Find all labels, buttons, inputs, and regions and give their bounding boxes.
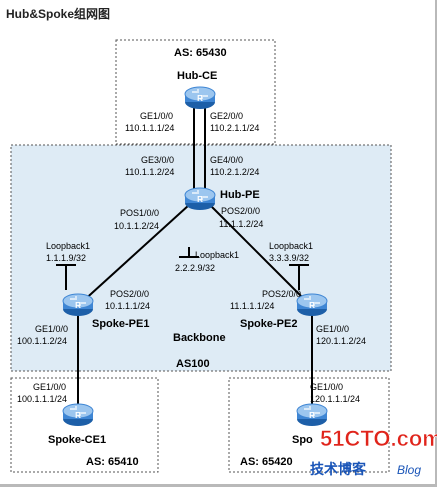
iface-ip: 110.1.1.2/24 (125, 167, 174, 177)
loopback-pe1-icon (56, 264, 76, 290)
iface-name: GE4/0/0 (210, 155, 243, 165)
iface-ip: 11.1.1.1/24 (230, 301, 274, 311)
iface-name: GE3/0/0 (141, 155, 174, 165)
iface-name: Loopback1 (195, 250, 239, 260)
iface-name: POS2/0/0 (262, 289, 301, 299)
watermark: 51CTO.com 技术博客 Blog (310, 426, 437, 477)
iface-name: POS1/0/0 (120, 208, 159, 218)
spoke2-as-area (228, 377, 390, 473)
iface-ip: 110.2.1.2/24 (210, 167, 259, 177)
watermark-sub: 技术博客 (310, 461, 367, 477)
router-letter: R (75, 301, 81, 310)
iface-ip: 11.1.1.2/24 (219, 219, 263, 229)
loopback-pe2-icon (289, 264, 309, 290)
spoke-pe1-label: Spoke-PE1 (92, 318, 149, 330)
loopback-hubpe-icon (179, 247, 199, 258)
iface-ip: 1.1.1.9/32 (46, 253, 86, 263)
spoke-ce1-label: Spoke-CE1 (48, 434, 106, 446)
iface-ip: 100.1.1.1/24 (17, 394, 67, 404)
iface-name: Loopback1 (46, 241, 90, 251)
link-hubpe-pe2 (209, 204, 309, 304)
iface-ip: 120.1.1.2/24 (316, 336, 366, 346)
watermark-brand: 51CTO.com (320, 426, 437, 451)
iface-ip: 100.1.1.2/24 (17, 336, 67, 346)
iface-name: GE1/0/0 (140, 111, 173, 121)
watermark-blog: Blog (397, 463, 421, 477)
router-letter: R (309, 301, 315, 310)
router-letter: R (75, 411, 81, 420)
iface-ip: 110.2.1.1/24 (210, 123, 259, 133)
backbone-label: Backbone (173, 332, 226, 344)
hub-as-area (115, 39, 276, 145)
hub-pe-label: Hub-PE (220, 189, 260, 201)
iface-name: Loopback1 (269, 241, 313, 251)
iface-ip: 120.1.1.1/24 (310, 394, 360, 404)
figure-title: Hub&Spoke组网图 (6, 7, 111, 21)
router-letter: R (197, 195, 203, 204)
spoke-pe2-label: Spoke-PE2 (240, 318, 297, 330)
backbone-area (10, 144, 392, 372)
iface-ip: 10.1.1.1/24 (105, 301, 150, 311)
iface-ip: 3.3.3.9/32 (269, 253, 309, 263)
spoke1-as-area (10, 377, 159, 473)
spoke2-as-label: AS: 65420 (240, 456, 293, 468)
iface-ip: 2.2.2.9/32 (175, 263, 215, 273)
spoke1-as-label: AS: 65410 (86, 456, 139, 468)
iface-name: GE1/0/0 (35, 324, 68, 334)
iface-name: GE1/0/0 (316, 324, 349, 334)
iface-name: GE1/0/0 (33, 382, 66, 392)
router-letter: R (309, 411, 315, 420)
iface-name: GE2/0/0 (210, 111, 243, 121)
iface-name: POS2/0/0 (110, 289, 149, 299)
spoke-ce2-label: Spo (292, 434, 313, 446)
link-hubpe-pe1 (80, 204, 190, 304)
iface-ip: 10.1.1.2/24 (114, 221, 159, 231)
iface-ip: 110.1.1.1/24 (125, 123, 174, 133)
iface-name: POS2/0/0 (221, 206, 260, 216)
hub-as-label: AS: 65430 (174, 47, 227, 59)
router-letter: R (197, 94, 203, 103)
hub-ce-label: Hub-CE (177, 70, 217, 82)
iface-name: GE1/0/0 (310, 382, 343, 392)
provider-as-label: AS100 (176, 358, 210, 370)
